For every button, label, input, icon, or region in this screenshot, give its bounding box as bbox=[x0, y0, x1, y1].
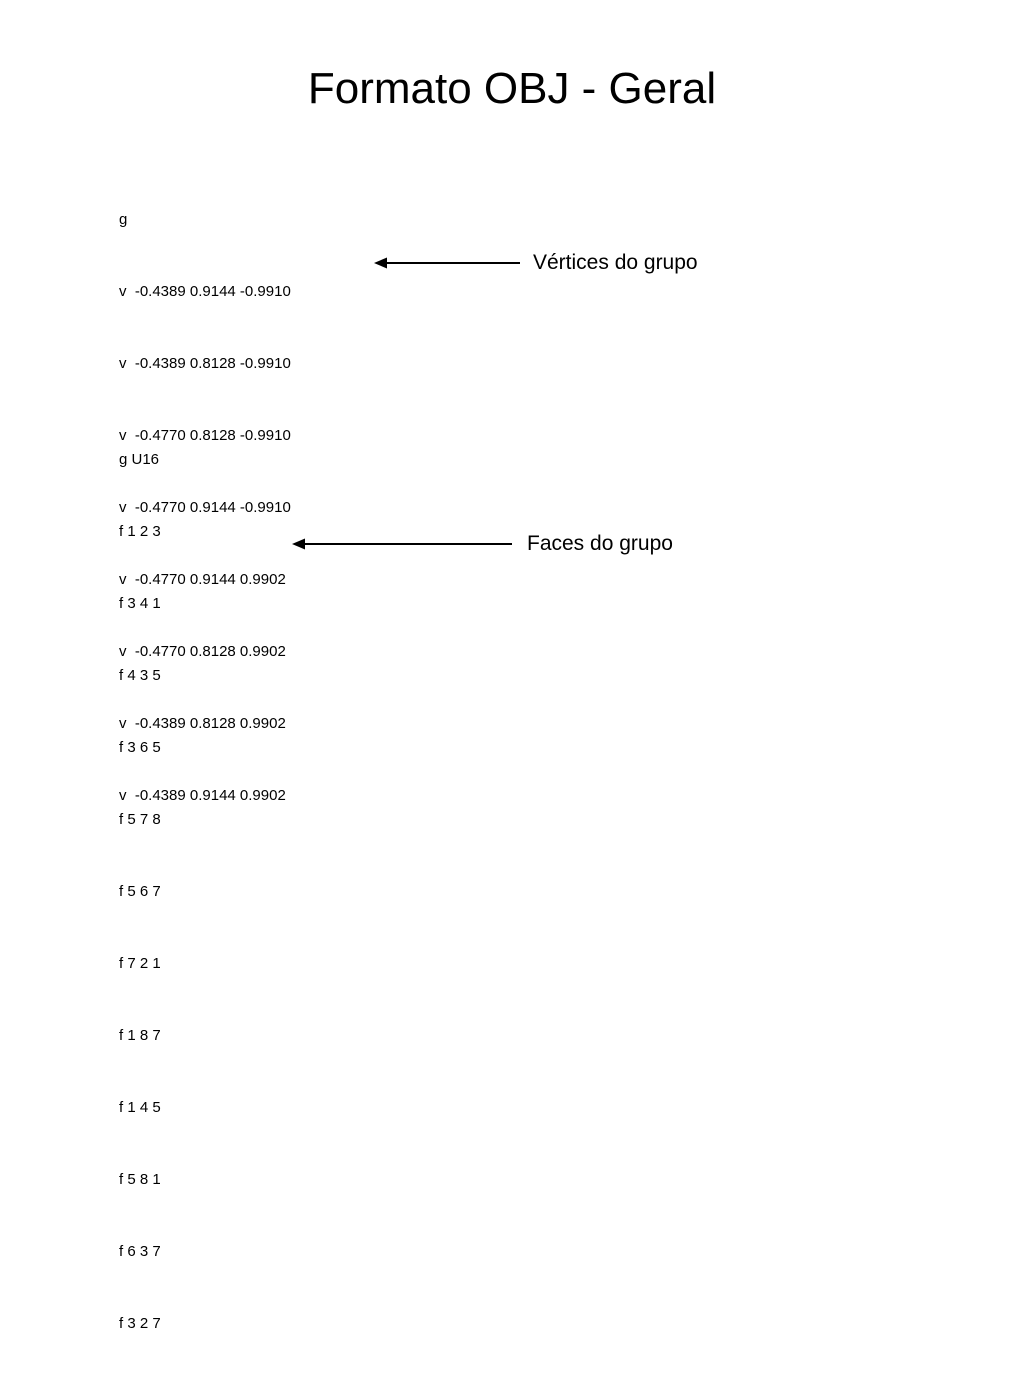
code-line: f 4 3 5 bbox=[119, 667, 161, 684]
code-line: f 3 6 5 bbox=[119, 739, 161, 756]
code-line: v -0.4770 0.8128 0.9902 bbox=[119, 643, 286, 660]
left-arrow-icon bbox=[374, 257, 520, 269]
code-line: f 6 3 7 bbox=[119, 1243, 161, 1260]
code-line: g U16 bbox=[119, 451, 160, 468]
code-line: g bbox=[119, 211, 128, 228]
code-line: f 1 8 7 bbox=[119, 1027, 161, 1044]
annotation-vertices: Vértices do grupo bbox=[374, 250, 794, 276]
code-line: f 1 4 5 bbox=[119, 1099, 161, 1116]
code-line: f 3 2 7 bbox=[119, 1315, 161, 1332]
annotation-faces: Faces do grupo bbox=[292, 531, 772, 557]
code-line: f 7 2 1 bbox=[119, 955, 161, 972]
code-line: v -0.4389 0.9144 -0.9910 bbox=[119, 283, 291, 300]
left-arrow-icon bbox=[292, 538, 512, 550]
code-line: f 5 6 7 bbox=[119, 883, 161, 900]
slide-canvas: Formato OBJ - Geral g v -0.4389 0.9144 -… bbox=[119, 64, 794, 1332]
faces-code-block: g U16 f 1 2 3 f 3 4 1 f 4 3 5 f 3 6 5 f … bbox=[119, 400, 161, 1384]
code-line: v -0.4770 0.9144 -0.9910 bbox=[119, 499, 291, 516]
code-line: f 5 7 8 bbox=[119, 811, 161, 828]
code-line: v -0.4770 0.8128 -0.9910 bbox=[119, 427, 291, 444]
code-line: f 1 2 3 bbox=[119, 523, 161, 540]
code-line: v -0.4389 0.8128 -0.9910 bbox=[119, 355, 291, 372]
page-title: Formato OBJ - Geral bbox=[307, 64, 717, 113]
code-line: v -0.4770 0.9144 0.9902 bbox=[119, 571, 286, 588]
code-line: f 3 4 1 bbox=[119, 595, 161, 612]
annotation-label-vertices: Vértices do grupo bbox=[533, 251, 698, 274]
code-line: f 5 8 1 bbox=[119, 1171, 161, 1188]
annotation-label-faces: Faces do grupo bbox=[527, 532, 673, 555]
code-line: v -0.4389 0.8128 0.9902 bbox=[119, 715, 286, 732]
